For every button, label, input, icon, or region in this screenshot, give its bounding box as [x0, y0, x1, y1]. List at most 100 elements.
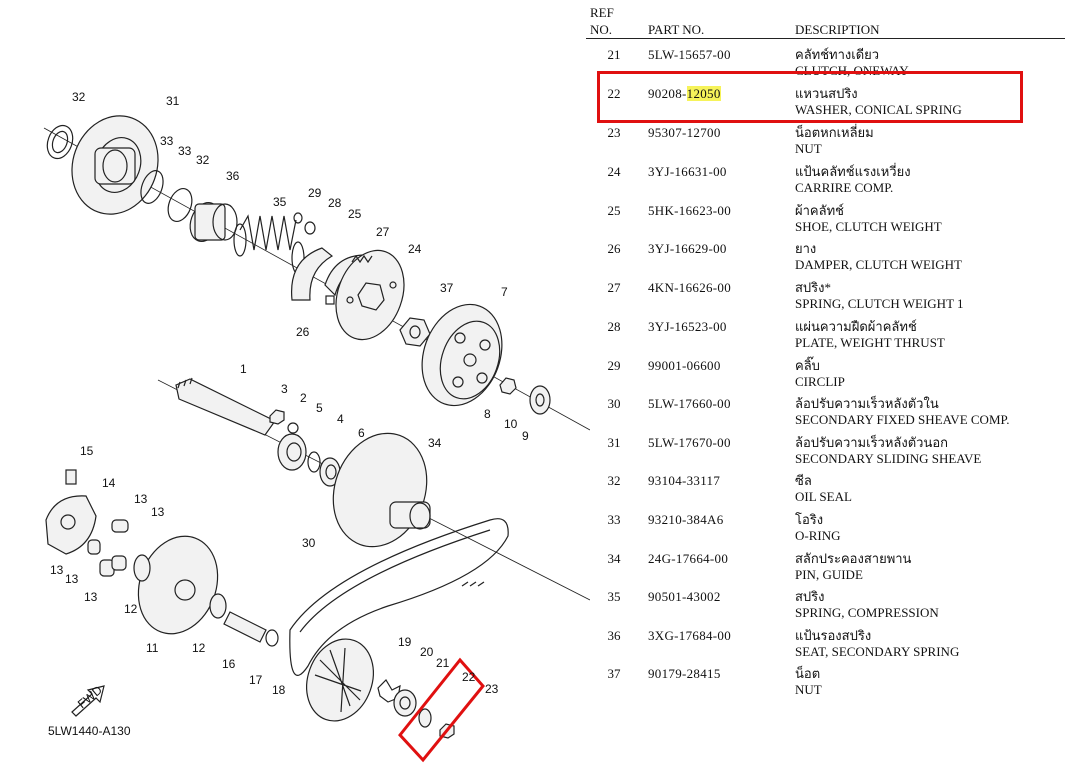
part-5-bearing — [277, 433, 307, 471]
callout-15: 15 — [80, 444, 94, 458]
part-29-circlip — [293, 212, 303, 224]
callout-12: 12 — [192, 641, 206, 655]
callout-9: 9 — [522, 429, 529, 443]
callout-10: 10 — [504, 417, 518, 431]
callout-1: 1 — [240, 362, 247, 376]
callout-18: 18 — [272, 683, 286, 697]
callout-28: 28 — [328, 196, 342, 210]
part-2-washer — [287, 422, 299, 434]
part-35-compression-spring — [233, 214, 305, 275]
callout-13: 13 — [134, 492, 148, 506]
part-6-oil-seal — [319, 457, 341, 487]
callout-35: 35 — [273, 195, 287, 209]
part-22-conical-washer — [418, 708, 432, 728]
callout-31: 31 — [166, 94, 180, 108]
callout-37: 37 — [440, 281, 454, 295]
part-14-cam-plate — [45, 495, 97, 555]
callout-33: 33 — [178, 144, 192, 158]
callout-19: 19 — [398, 635, 412, 649]
callout-20: 20 — [420, 645, 434, 659]
part-8-nut — [499, 377, 517, 395]
v-belt — [289, 518, 509, 676]
callout-21: 21 — [436, 656, 450, 670]
part-21-oneway-clutch — [393, 689, 417, 717]
part-32-oil-seal — [46, 124, 74, 160]
callout-22: 22 — [462, 670, 476, 684]
part-33-o-ring — [140, 170, 164, 204]
callout-16: 16 — [222, 657, 236, 671]
callout-3: 3 — [281, 382, 288, 396]
part-7-clutch-housing — [421, 303, 503, 407]
part-3-bolt — [269, 409, 285, 425]
part-27-spring — [351, 254, 373, 264]
callout-17: 17 — [249, 673, 263, 687]
part-12-oil-seal-2 — [209, 593, 227, 619]
callout-32: 32 — [196, 153, 210, 167]
part-4-circlip — [307, 451, 321, 473]
callout-30: 30 — [302, 536, 316, 550]
callout-32: 32 — [72, 90, 86, 104]
callout-13: 13 — [50, 563, 64, 577]
callout-6: 6 — [358, 426, 365, 440]
part-18-fan-sheave — [306, 638, 374, 722]
part-no-header: PART NO. — [648, 22, 705, 37]
callout-34: 34 — [428, 436, 442, 450]
part-32-oil-seal-2 — [167, 187, 193, 223]
fwd-arrow-icon: FWD — [71, 683, 105, 717]
callout-13: 13 — [151, 505, 165, 519]
callout-5: 5 — [316, 401, 323, 415]
highlighted-part-number: 12050 — [686, 86, 721, 101]
part-11-primary-sheave — [137, 535, 219, 635]
diagram-code: 5LW1440-A130 — [48, 724, 131, 738]
part-13-rollers — [87, 519, 129, 577]
callout-2: 2 — [300, 391, 307, 405]
part-28-thrust-plate — [304, 221, 316, 235]
part-1-shaft — [175, 377, 276, 436]
callout-4: 4 — [337, 412, 344, 426]
callout-11: 11 — [146, 641, 159, 655]
callout-23: 23 — [485, 682, 499, 696]
description-header: DESCRIPTION — [795, 22, 880, 37]
callout-14: 14 — [102, 476, 116, 490]
part-12-oil-seal — [133, 554, 151, 582]
callout-36: 36 — [226, 169, 240, 183]
part-30-fixed-sheave — [332, 432, 431, 548]
part-36-spring-seat — [189, 202, 238, 242]
callout-12: 12 — [124, 602, 138, 616]
part-31-sliding-sheave — [71, 115, 159, 215]
callout-7: 7 — [501, 285, 508, 299]
callout-13: 13 — [65, 572, 79, 586]
highlight-part-22-frame — [398, 657, 485, 763]
exploded-parts-diagram: FWD 5LW1440-A130 12345678910111212131313… — [43, 90, 590, 763]
header-divider — [586, 38, 1065, 39]
part-37-nut — [399, 317, 431, 347]
part-9-bearing — [529, 385, 551, 415]
callout-8: 8 — [484, 407, 491, 421]
part-15-clip — [65, 469, 77, 485]
part-17-washer — [265, 629, 279, 647]
callout-29: 29 — [308, 186, 322, 200]
part-26-damper — [325, 295, 335, 305]
part-16-collar — [223, 611, 267, 643]
callout-13: 13 — [84, 590, 98, 604]
callout-25: 25 — [348, 207, 362, 221]
